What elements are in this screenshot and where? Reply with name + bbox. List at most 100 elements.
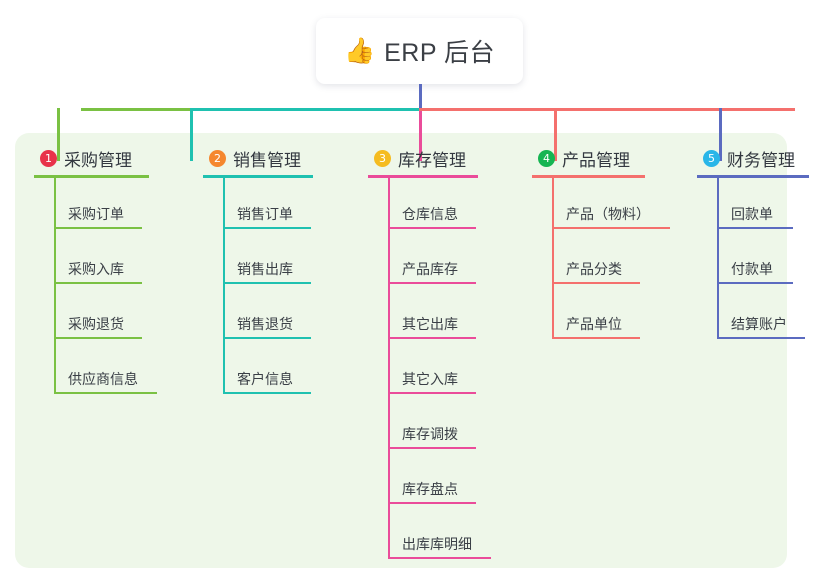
leaf-node[interactable]: 销售出库 (225, 233, 353, 288)
leaf-underline (225, 392, 311, 394)
leaf-list: 销售订单销售出库销售退货客户信息 (203, 178, 353, 398)
leaf-label: 产品分类 (566, 261, 622, 277)
branch-number-badge: 1 (40, 149, 57, 167)
leaf-node[interactable]: 供应商信息 (56, 343, 189, 398)
leaf-node[interactable]: 结算账户 (719, 288, 839, 343)
branch-label: 销售管理 (233, 150, 301, 170)
leaf-node[interactable]: 采购退货 (56, 288, 189, 343)
connector-drop-1 (57, 108, 60, 161)
leaf-list: 产品（物料） 产品分类产品单位 (532, 178, 685, 343)
branch-underline (697, 175, 809, 178)
thumbs-up-icon: 👍 (343, 36, 376, 65)
branch-4[interactable]: 4 产品管理产品（物料） 产品分类产品单位 (532, 146, 685, 343)
connector-drop-5 (719, 108, 722, 161)
leaf-label: 供应商信息 (68, 371, 138, 387)
branch-underline (34, 175, 149, 178)
branch-header-4[interactable]: 4 产品管理 (532, 146, 685, 170)
leaf-node[interactable]: 其它入库 (390, 343, 518, 398)
leaf-spine (552, 178, 554, 339)
branch-2[interactable]: 2 销售管理销售订单销售出库销售退货客户信息 (203, 146, 353, 398)
branch-header-5[interactable]: 5 财务管理 (697, 146, 839, 170)
branch-label: 财务管理 (727, 150, 795, 170)
leaf-underline (56, 392, 157, 394)
leaf-underline (390, 557, 491, 559)
leaf-node[interactable]: 出库库明细 (390, 508, 518, 563)
connector-drop-4 (554, 108, 557, 161)
leaf-node[interactable]: 仓库信息 (390, 178, 518, 233)
branch-header-2[interactable]: 2 销售管理 (203, 146, 353, 170)
leaf-label: 采购订单 (68, 206, 124, 222)
leaf-spine (717, 178, 719, 339)
leaf-node[interactable]: 产品（物料） (554, 178, 685, 233)
leaf-label: 库存盘点 (402, 481, 458, 497)
branch-5[interactable]: 5 财务管理回款单付款单结算账户 (697, 146, 839, 343)
root-node[interactable]: 👍 ERP 后台 (316, 18, 523, 84)
leaf-underline (554, 227, 670, 229)
leaf-node[interactable]: 客户信息 (225, 343, 353, 398)
branch-number-badge: 5 (703, 149, 720, 167)
leaf-node[interactable]: 其它出库 (390, 288, 518, 343)
leaf-underline (390, 337, 476, 339)
root-node-label: ERP 后台 (384, 39, 496, 67)
leaf-label: 结算账户 (731, 316, 787, 332)
leaf-label: 付款单 (731, 261, 773, 277)
leaf-node[interactable]: 销售订单 (225, 178, 353, 233)
leaf-label: 客户信息 (237, 371, 293, 387)
leaf-node[interactable]: 销售退货 (225, 288, 353, 343)
leaf-underline (56, 282, 142, 284)
leaf-node[interactable]: 回款单 (719, 178, 839, 233)
leaf-underline (390, 502, 476, 504)
leaf-underline (719, 227, 793, 229)
leaf-node[interactable]: 产品库存 (390, 233, 518, 288)
leaf-node[interactable]: 采购入库 (56, 233, 189, 288)
leaf-label: 其它出库 (402, 316, 458, 332)
branch-underline (532, 175, 645, 178)
leaf-label: 采购入库 (68, 261, 124, 277)
leaf-underline (719, 337, 805, 339)
leaf-underline (56, 227, 142, 229)
leaf-node[interactable]: 付款单 (719, 233, 839, 288)
leaf-underline (225, 337, 311, 339)
leaf-underline (56, 337, 142, 339)
branch-underline (203, 175, 313, 178)
connector-drop-3 (419, 108, 422, 161)
leaf-underline (390, 282, 476, 284)
connector-drop-2 (190, 108, 193, 161)
leaf-label: 销售出库 (237, 261, 293, 277)
leaf-underline (719, 282, 793, 284)
leaf-underline (225, 227, 311, 229)
branch-header-3[interactable]: 3 库存管理 (368, 146, 518, 170)
leaf-underline (554, 282, 640, 284)
branch-number-badge: 2 (209, 149, 226, 167)
leaf-underline (390, 392, 476, 394)
connector-bar-4 (419, 108, 795, 111)
leaf-node[interactable]: 产品单位 (554, 288, 685, 343)
leaf-label: 回款单 (731, 206, 773, 222)
branch-label: 库存管理 (398, 150, 466, 170)
leaf-label: 仓库信息 (402, 206, 458, 222)
branch-number-badge: 4 (538, 149, 555, 167)
leaf-underline (554, 337, 640, 339)
connector-bar-2 (193, 108, 419, 111)
leaf-underline (390, 227, 476, 229)
branch-underline (368, 175, 478, 178)
leaf-list: 采购订单采购入库采购退货供应商信息 (34, 178, 189, 398)
leaf-label: 产品库存 (402, 261, 458, 277)
leaf-label: 产品单位 (566, 316, 622, 332)
branch-label: 产品管理 (562, 150, 630, 170)
leaf-list: 仓库信息产品库存其它出库其它入库库存调拨库存盘点出库库明细 (368, 178, 518, 563)
branch-3[interactable]: 3 库存管理仓库信息产品库存其它出库其它入库库存调拨库存盘点出库库明细 (368, 146, 518, 563)
leaf-spine (223, 178, 225, 394)
leaf-underline (225, 282, 311, 284)
leaf-node[interactable]: 库存调拨 (390, 398, 518, 453)
leaf-label: 采购退货 (68, 316, 124, 332)
leaf-label: 销售退货 (237, 316, 293, 332)
leaf-node[interactable]: 产品分类 (554, 233, 685, 288)
leaf-node[interactable]: 库存盘点 (390, 453, 518, 508)
branch-number-badge: 3 (374, 149, 391, 167)
leaf-node[interactable]: 采购订单 (56, 178, 189, 233)
root-connector-stem (419, 84, 422, 109)
leaf-label: 销售订单 (237, 206, 293, 222)
